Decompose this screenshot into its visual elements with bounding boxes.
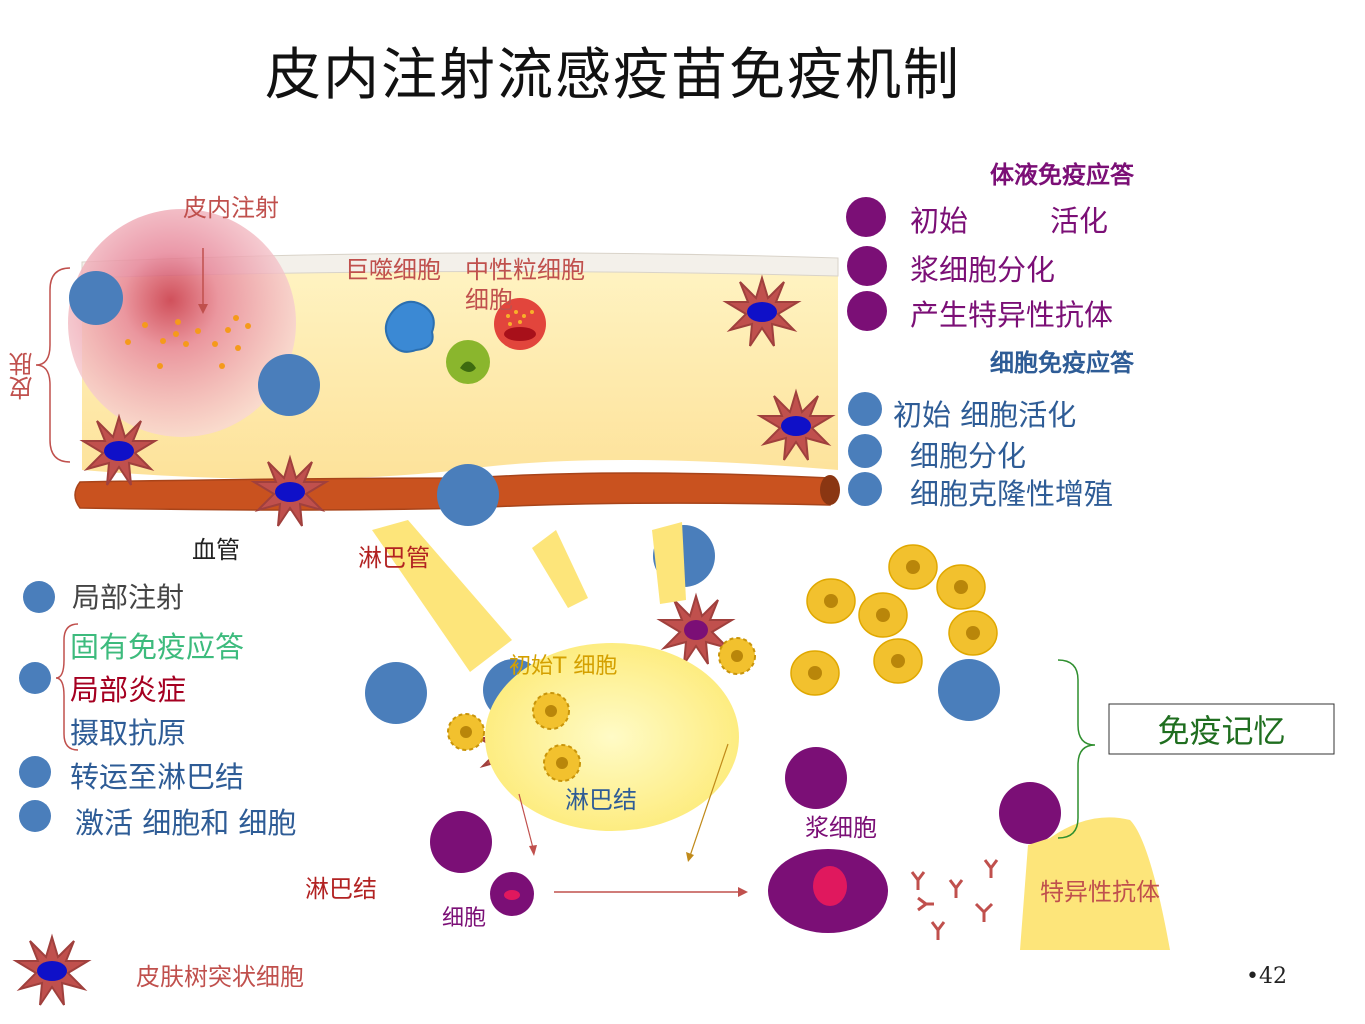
legend-antigen-uptake: 摄取抗原 [70, 716, 187, 750]
lymph-vessel [652, 522, 686, 604]
macrophage-label: 巨噬细胞 [345, 256, 441, 284]
cellular-item: 细胞分化 [910, 439, 1027, 473]
legend-bracket [55, 623, 79, 751]
legend-transport: 转运至淋巴结 [70, 760, 245, 794]
humoral-item: 产生特异性抗体 [910, 298, 1114, 332]
purple-cell [999, 782, 1061, 844]
legend-local-injection: 局部注射 [72, 581, 185, 614]
naive-t-label: 初始T 细胞 [509, 654, 618, 679]
purple-cell [430, 811, 492, 873]
lymph-node [485, 643, 739, 831]
legend-activate: 激活 细胞和 细胞 [75, 806, 297, 840]
humoral-item: 浆细胞分化 [910, 253, 1056, 287]
macrophage-cell [384, 300, 435, 353]
cellular-item: 细胞克隆性增殖 [910, 477, 1114, 511]
injection-label: 皮内注射 [183, 194, 279, 222]
cellular-item: 初始 细胞活化 [893, 398, 1077, 432]
lymph-node-label: 淋巴结 [305, 875, 377, 903]
cell-label-bottom: 细胞 [442, 906, 487, 931]
page-title: 皮内注射流感疫苗免疫机制 [265, 43, 961, 108]
skin-bracket [35, 267, 71, 463]
cellular-heading: 细胞免疫应答 [990, 349, 1134, 377]
neutrophil-label: 中性粒细胞 [465, 256, 585, 284]
humoral-item: 活化 [1050, 204, 1109, 238]
lymph-vessel [372, 520, 512, 672]
blood-vessel-label: 血管 [192, 536, 240, 564]
memory-region [1020, 817, 1170, 950]
memory-box [1108, 703, 1335, 755]
cell-label-top: 细胞 [465, 286, 513, 314]
lymph-node-center-label: 淋巴结 [565, 786, 637, 814]
lymph-vessel-label: 淋巴管 [358, 544, 430, 572]
legend-inflammation: 局部炎症 [70, 673, 187, 707]
humoral-heading: 体液免疫应答 [990, 161, 1134, 189]
immune-memory-label: 免疫记忆 [1157, 712, 1286, 750]
plasma-cell-label: 浆细胞 [805, 814, 877, 842]
memory-bracket [1057, 659, 1096, 839]
skin-dendritic-label: 皮肤树突状细胞 [136, 963, 304, 991]
purple-cell [785, 747, 847, 809]
antibodies [910, 859, 999, 940]
legend-innate: 固有免疫应答 [70, 630, 245, 664]
lymph-vessel [532, 530, 588, 608]
dendritic-cell-legend [15, 936, 89, 1006]
humoral-item: 初始 [910, 204, 969, 238]
specific-antibody-label: 特异性抗体 [1040, 878, 1160, 906]
page-number: •42 [1246, 964, 1287, 989]
skin-label: 皮肤 [9, 352, 37, 400]
injection-site [68, 209, 296, 437]
antigen-particles [125, 315, 251, 369]
